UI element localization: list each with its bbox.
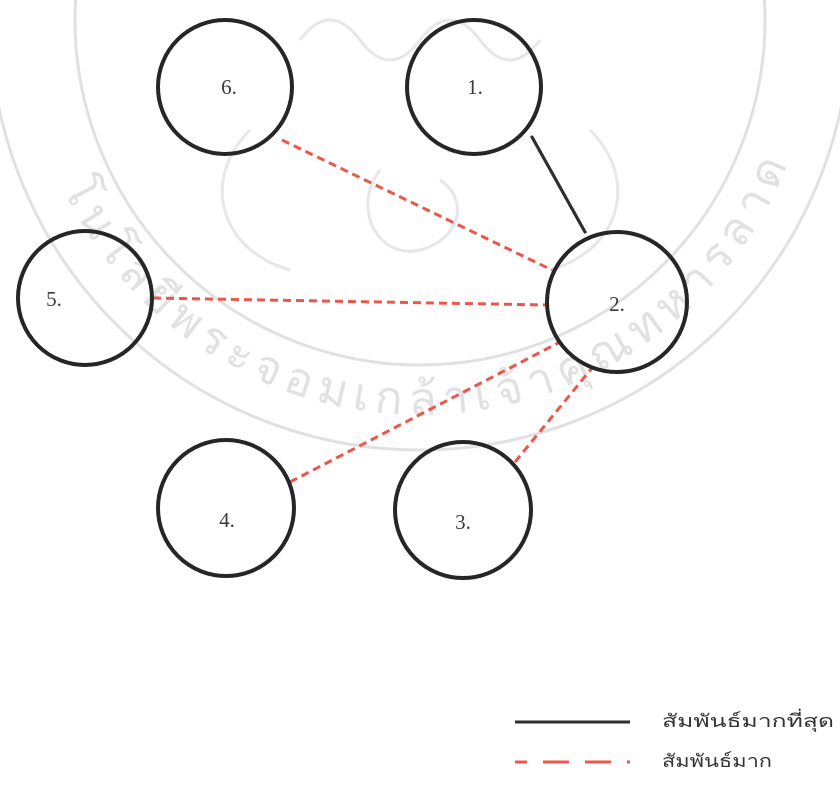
edge-1-2	[532, 137, 585, 232]
node-2-label: 2.	[609, 292, 625, 316]
node-6: 6.	[158, 20, 292, 154]
edge-5-2	[153, 298, 548, 305]
node-4: 4.	[158, 440, 294, 576]
node-5: 5.	[18, 231, 152, 365]
legend-solid-label: สัมพันธ์มากที่สุด	[662, 708, 834, 732]
node-1-label: 1.	[467, 75, 483, 99]
legend-item-dashed: สัมพันธ์มาก	[515, 751, 772, 772]
legend-dashed-label: สัมพันธ์มาก	[662, 751, 772, 772]
legend: สัมพันธ์มากที่สุด สัมพันธ์มาก	[515, 708, 834, 772]
watermark-seal: โนโลยีพระจอมเกล้าเจ้าคุณทหารลาด	[0, 0, 840, 450]
legend-item-solid: สัมพันธ์มากที่สุด	[515, 708, 834, 732]
node-5-circle	[18, 231, 152, 365]
node-1: 1.	[407, 20, 541, 154]
node-5-label: 5.	[46, 287, 62, 311]
nodes: 6. 1. 2. 5. 4. 3.	[18, 20, 687, 578]
node-4-label: 4.	[219, 508, 235, 532]
watermark-center-ornament	[368, 170, 458, 251]
node-6-label: 6.	[221, 75, 237, 99]
node-3-label: 3.	[455, 510, 471, 534]
node-3: 3.	[395, 442, 531, 578]
